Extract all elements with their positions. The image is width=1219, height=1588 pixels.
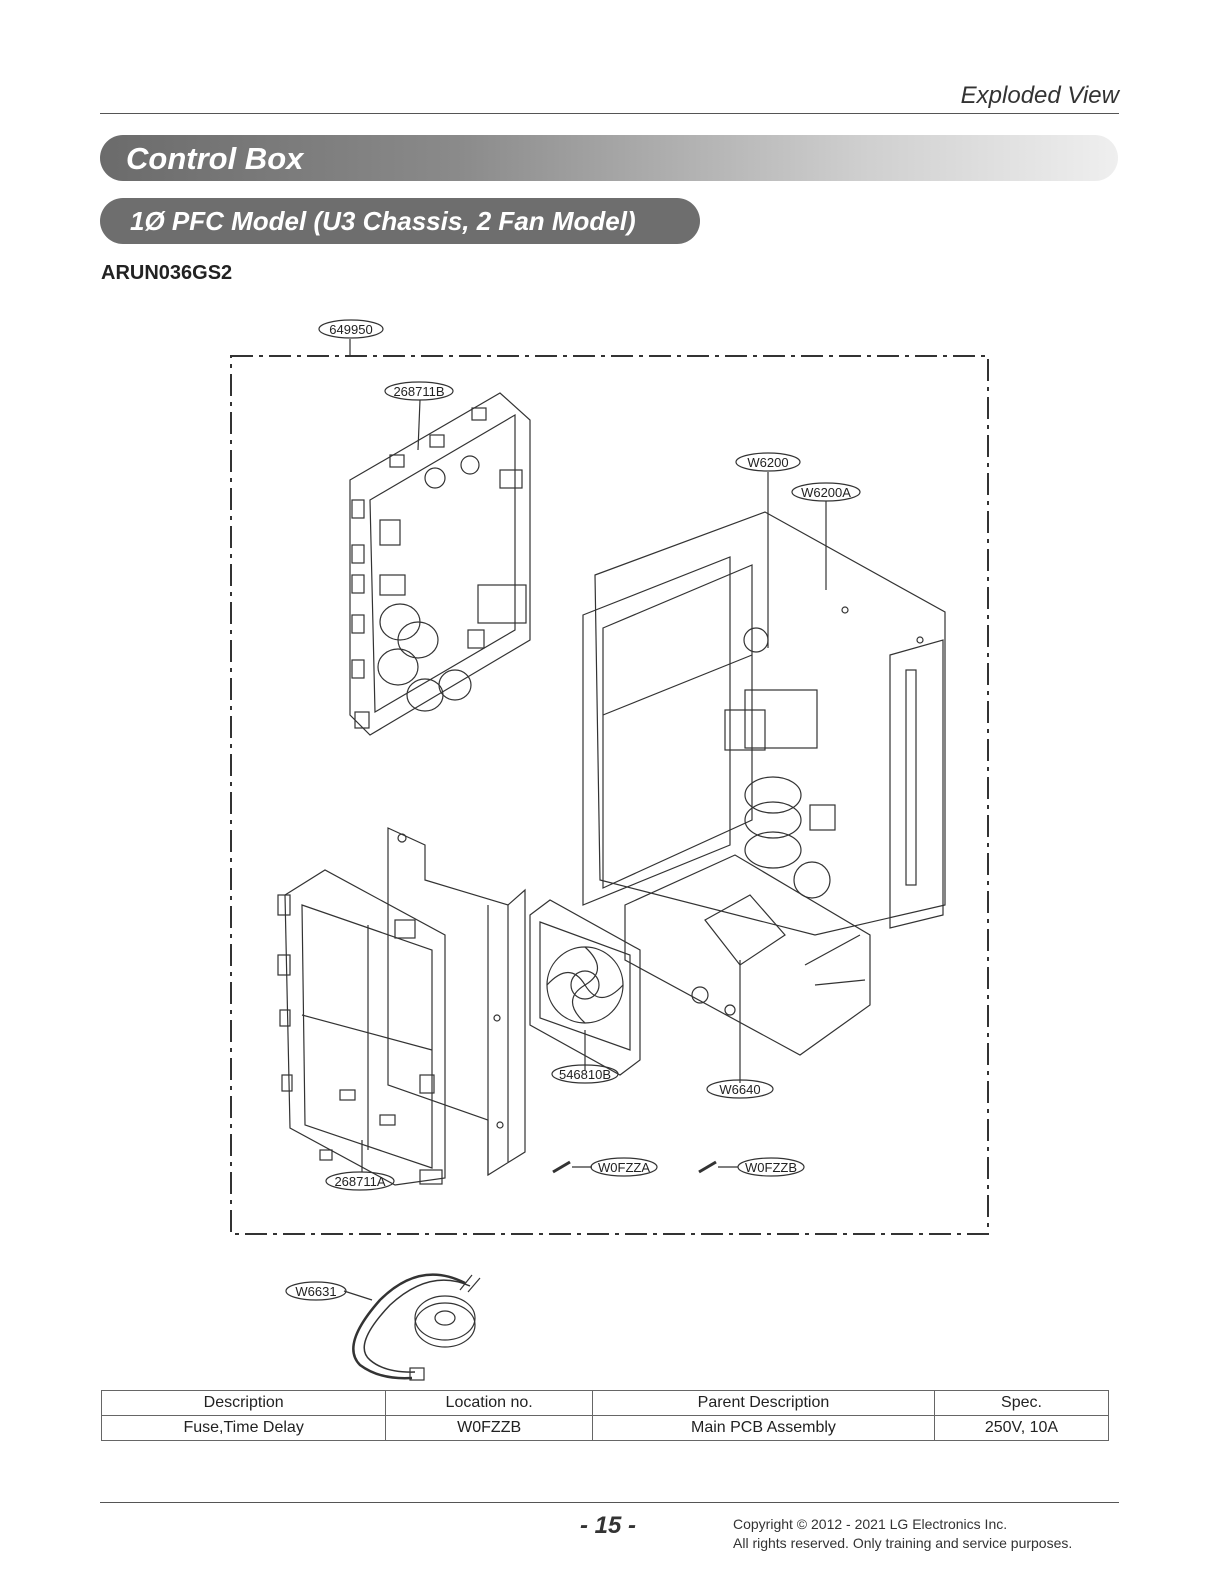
page-number: - 15 - bbox=[580, 1512, 637, 1539]
callout-W6200 bbox=[735, 452, 801, 472]
table-header-row: Description Location no. Parent Descript… bbox=[100, 1390, 1110, 1416]
callout-268711B bbox=[384, 381, 454, 401]
pcb-cover-drawing bbox=[277, 869, 446, 1186]
callout-label-W0FZZB: W0FZZB bbox=[745, 1160, 797, 1175]
parts-table: Description Location no. Parent Descript… bbox=[100, 1390, 1110, 1441]
table-header: Description bbox=[100, 1390, 387, 1416]
page-title: Control Box bbox=[126, 141, 304, 176]
copyright-line-2: All rights reserved. Only training and s… bbox=[733, 1535, 1073, 1551]
callout-W0FZZA bbox=[590, 1157, 658, 1177]
page-subtitle: 1Ø PFC Model (U3 Chassis, 2 Fan Model) bbox=[130, 206, 636, 236]
table-header: Location no. bbox=[385, 1390, 593, 1416]
callout-W6640 bbox=[706, 1079, 774, 1099]
callout-label-268711B: 268711B bbox=[393, 384, 444, 399]
title-banner: Control Box bbox=[100, 135, 1118, 181]
callout-W6200A bbox=[791, 482, 861, 502]
subtitle-banner: 1Ø PFC Model (U3 Chassis, 2 Fan Model) bbox=[100, 198, 700, 244]
callout-546810B bbox=[551, 1064, 619, 1084]
callout-label-W6200: W6200 bbox=[747, 455, 788, 470]
callout-W0FZZB bbox=[737, 1157, 805, 1177]
fan-drawing bbox=[529, 899, 641, 1076]
callout-W6631 bbox=[285, 1281, 347, 1301]
callout-label-W6640: W6640 bbox=[719, 1082, 760, 1097]
main-pcb-drawing bbox=[349, 392, 531, 736]
table-cell: Main PCB Assembly bbox=[591, 1415, 935, 1441]
header-rule bbox=[100, 113, 1119, 114]
assembly-frame bbox=[230, 355, 989, 1235]
model-number: ARUN036GS2 bbox=[101, 262, 233, 284]
bracket-drawing bbox=[387, 827, 526, 1177]
callout-label-W6631: W6631 bbox=[295, 1284, 336, 1299]
table-cell: W0FZZB bbox=[385, 1415, 593, 1441]
table-cell: Fuse,Time Delay bbox=[100, 1415, 387, 1441]
table-cell: 250V, 10A bbox=[933, 1415, 1110, 1441]
housing-drawing bbox=[582, 511, 946, 1056]
section-title: Exploded View bbox=[960, 82, 1119, 109]
copyright-line-1: Copyright © 2012 - 2021 LG Electronics I… bbox=[733, 1516, 1008, 1532]
footer-rule bbox=[100, 1502, 1119, 1503]
fuse-drawing bbox=[552, 1160, 717, 1174]
table-row: Fuse,Time Delay W0FZZB Main PCB Assembly… bbox=[100, 1415, 1110, 1441]
table-header: Parent Description bbox=[591, 1390, 935, 1416]
table-header: Spec. bbox=[933, 1390, 1110, 1416]
reactor-drawing bbox=[352, 1273, 481, 1381]
callout-label-649950: 649950 bbox=[329, 322, 372, 337]
callout-label-W0FZZA: W0FZZA bbox=[598, 1160, 650, 1175]
callout-268711A bbox=[325, 1171, 395, 1191]
callout-label-W6200A: W6200A bbox=[801, 485, 851, 500]
leader-lines bbox=[343, 339, 827, 1301]
callout-649950 bbox=[318, 319, 384, 339]
callout-label-268711A: 268711A bbox=[334, 1174, 385, 1189]
callout-label-546810B: 546810B bbox=[559, 1067, 611, 1082]
